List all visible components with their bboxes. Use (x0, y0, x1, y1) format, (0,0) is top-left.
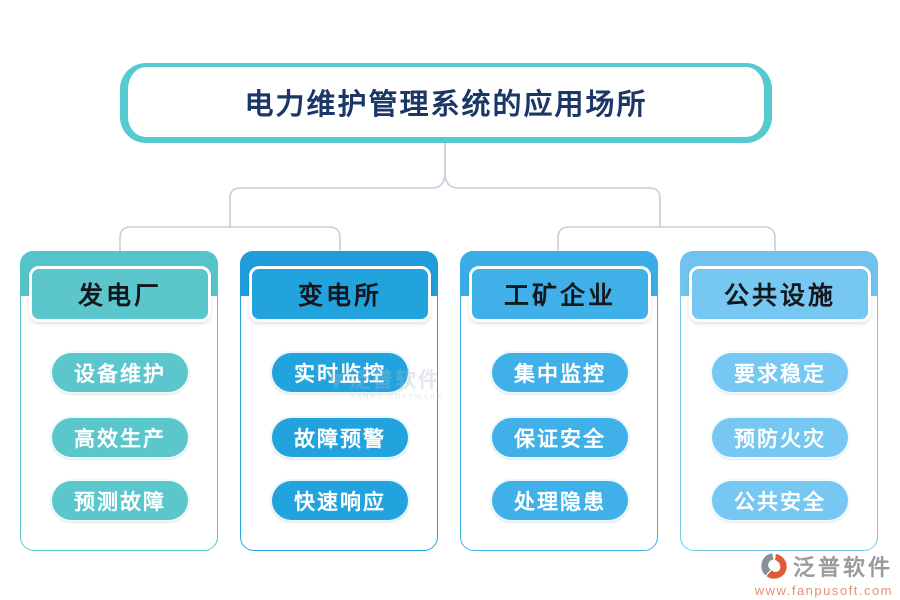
column-header-label: 公共设施 (723, 283, 836, 310)
column-card-power-plant: 发电厂 设备维护 高效生产 预测故障 (20, 251, 218, 551)
item-pill: 保证安全 (490, 416, 630, 459)
item-label: 高效生产 (74, 426, 166, 451)
card-header-box: 变电所 (249, 266, 431, 322)
item-pill: 高效生产 (50, 416, 190, 459)
fanpu-logo-icon (761, 553, 787, 579)
item-label: 处理隐患 (514, 489, 606, 514)
connector-bracket-left (119, 226, 341, 253)
column-card-industrial-mining: 工矿企业 集中监控 保证安全 处理隐患 (460, 251, 658, 551)
item-label: 预测故障 (74, 489, 166, 514)
column-header-label: 工矿企业 (503, 283, 616, 310)
column-header-label: 发电厂 (77, 283, 162, 310)
item-pill: 实时监控 (270, 351, 410, 394)
item-label: 设备维护 (74, 361, 166, 386)
title-box: 电力维护管理系统的应用场所 (120, 63, 772, 143)
item-pill: 要求稳定 (710, 351, 850, 394)
brand-name: 泛普软件 (792, 555, 893, 580)
item-pill: 集中监控 (490, 351, 630, 394)
card-header-box: 工矿企业 (469, 266, 651, 322)
brand-url: www.fanpusoft.com (754, 583, 893, 598)
item-pill: 预防火灾 (710, 416, 850, 459)
item-pill: 公共安全 (710, 479, 850, 522)
footer-brand: 泛普软件 www.fanpusoft.com (755, 550, 893, 598)
item-label: 保证安全 (514, 426, 606, 451)
column-card-substation: 变电所 实时监控 故障预警 快速响应 (240, 251, 438, 551)
connector-root-right (444, 142, 661, 228)
item-pill: 故障预警 (270, 416, 410, 459)
item-label: 预防火灾 (734, 426, 826, 451)
item-pill: 预测故障 (50, 479, 190, 522)
column-header-label: 变电所 (297, 283, 382, 310)
card-header-box: 发电厂 (29, 266, 211, 322)
item-label: 公共安全 (734, 489, 826, 514)
item-label: 快速响应 (294, 489, 386, 514)
column-card-public-facilities: 公共设施 要求稳定 预防火灾 公共安全 (680, 251, 878, 551)
item-label: 故障预警 (294, 426, 386, 451)
item-label: 集中监控 (514, 361, 606, 386)
item-pill: 处理隐患 (490, 479, 630, 522)
item-pill: 设备维护 (50, 351, 190, 394)
item-label: 实时监控 (294, 361, 386, 386)
connector-bracket-right (557, 226, 776, 253)
item-pill: 快速响应 (270, 479, 410, 522)
page-title: 电力维护管理系统的应用场所 (244, 89, 648, 121)
item-label: 要求稳定 (734, 361, 826, 386)
connector-root-left (229, 142, 446, 228)
card-header-box: 公共设施 (689, 266, 871, 322)
